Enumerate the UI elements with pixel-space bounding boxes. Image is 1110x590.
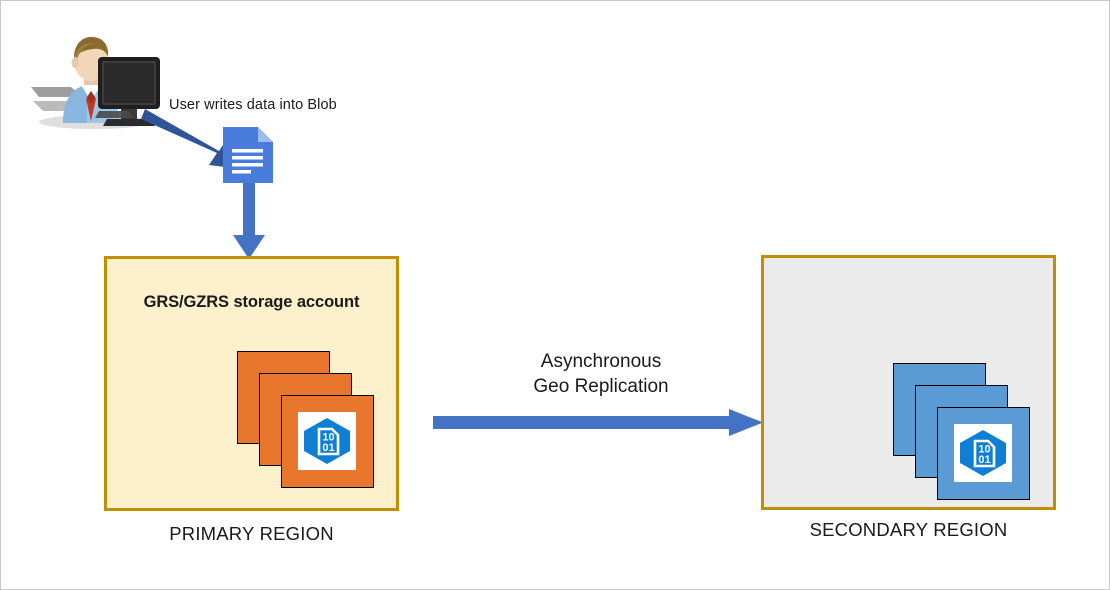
storage-account-title: GRS/GZRS storage account [143,293,360,311]
azure-blob-storage-icon: 10 01 [954,424,1012,482]
primary-region-caption: PRIMARY REGION [169,523,334,544]
user-at-computer-icon [29,25,164,135]
azure-blob-storage-icon: 10 01 [298,412,356,470]
secondary-storage-tile-stack: 10 01 [893,363,1033,500]
geo-replication-label-line1: Asynchronous [540,351,662,372]
storage-tile-front: 10 01 [937,407,1030,500]
primary-storage-tile-stack: 10 01 [237,351,377,488]
svg-text:01: 01 [978,454,990,466]
svg-text:10: 10 [322,432,334,444]
blob-document-icon [221,125,275,189]
write-data-caption: User writes data into Blob [169,97,337,113]
arrow-user-to-document-icon [141,103,253,175]
secondary-region-caption: SECONDARY REGION [809,519,1008,540]
geo-replication-label-line2: Geo Replication [533,376,669,398]
svg-text:10: 10 [978,444,990,456]
svg-text:01: 01 [322,442,334,454]
arrow-document-to-primary-icon [225,183,273,261]
storage-tile-front: 10 01 [281,395,374,488]
geo-replication-arrow-icon [433,406,763,440]
geo-replication-label: Asynchronous Geo Replication [456,349,746,399]
